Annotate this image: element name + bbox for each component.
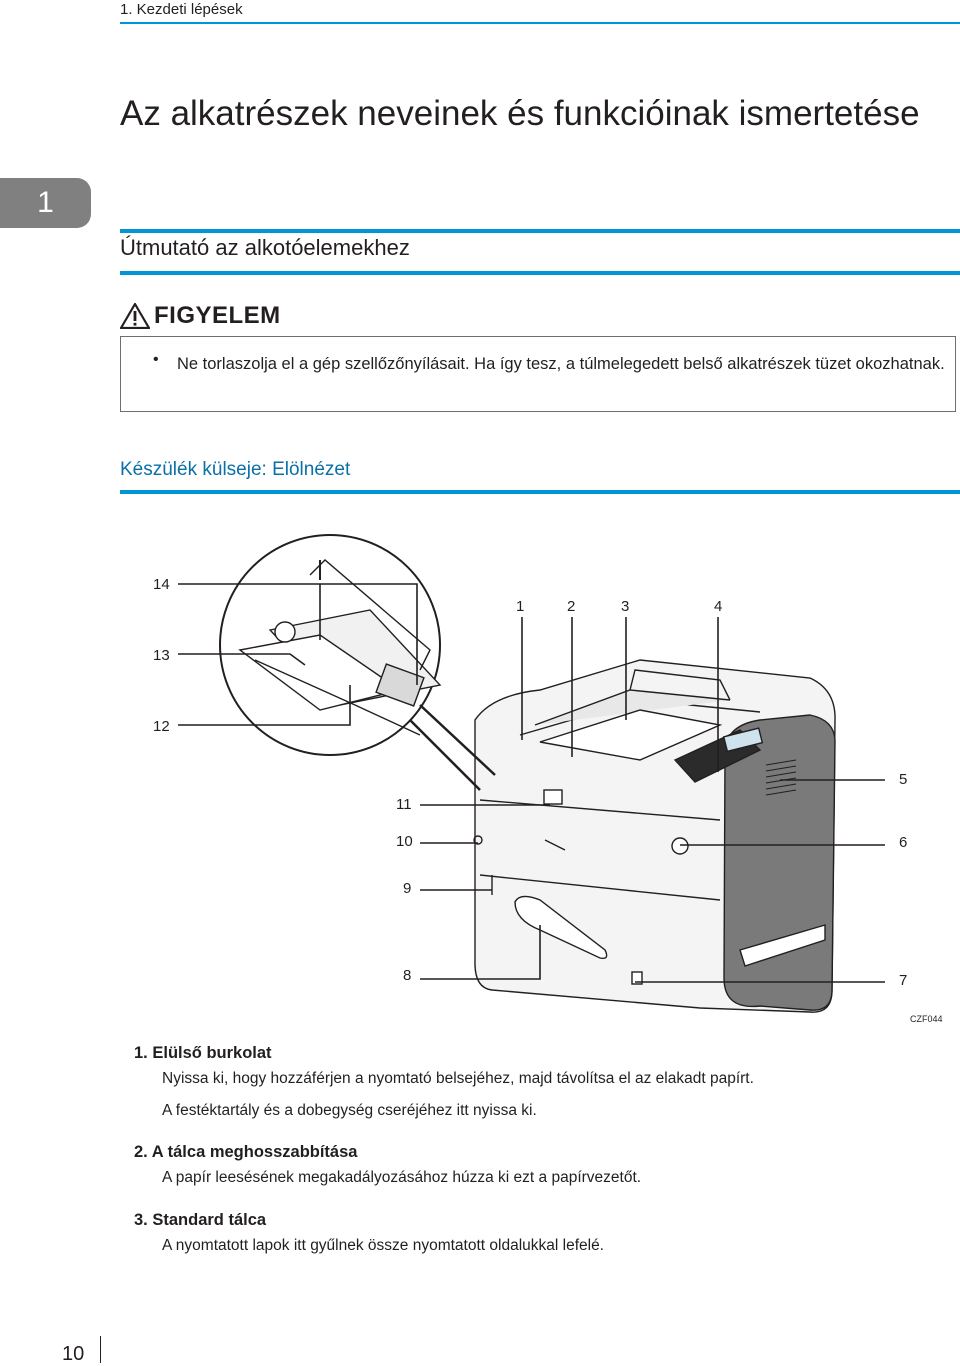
warning-box: • Ne torlaszolja el a gép szellőzőnyílás… bbox=[120, 336, 956, 412]
item-number: 1. bbox=[134, 1044, 148, 1062]
subsection-heading: Készülék külseje: Elölnézet bbox=[120, 459, 351, 480]
callout-7: 7 bbox=[899, 972, 908, 989]
printer-body bbox=[473, 659, 836, 1013]
callout-2: 2 bbox=[567, 598, 576, 615]
description-item-1: 1. Elülső burkolat Nyissa ki, hogy hozzá… bbox=[134, 1044, 934, 1127]
callout-11: 11 bbox=[396, 796, 412, 813]
figure-code: CZF044 bbox=[910, 1014, 943, 1024]
callout-13: 13 bbox=[153, 647, 170, 664]
callout-4: 4 bbox=[714, 598, 723, 615]
callout-14: 14 bbox=[153, 576, 170, 593]
callout-3: 3 bbox=[621, 598, 630, 615]
item-body-line: Nyissa ki, hogy hozzáférjen a nyomtató b… bbox=[162, 1070, 754, 1087]
section-top-rule bbox=[120, 229, 960, 233]
callout-10: 10 bbox=[396, 833, 413, 850]
item-body-line: A festéktartály és a dobegység cseréjéhe… bbox=[162, 1102, 537, 1119]
item-body-line: A nyomtatott lapok itt gyűlnek össze nyo… bbox=[162, 1237, 604, 1254]
callout-6: 6 bbox=[899, 834, 908, 851]
printer-illustration bbox=[178, 534, 885, 1013]
running-head: 1. Kezdeti lépések bbox=[120, 1, 243, 18]
section-bottom-rule bbox=[120, 271, 960, 275]
item-title: A tálca meghosszabbítása bbox=[151, 1143, 358, 1161]
printer-figure: 14 13 12 1 2 3 4 5 6 7 8 9 10 11 CZF044 bbox=[120, 520, 960, 1030]
description-item-2: 2. A tálca meghosszabbítása A papír lees… bbox=[134, 1143, 934, 1194]
item-body-line: A papír leesésének megakadályozásához hú… bbox=[162, 1169, 642, 1186]
item-number: 3. bbox=[134, 1211, 148, 1229]
item-title: Elülső burkolat bbox=[152, 1044, 272, 1062]
item-number: 2. bbox=[134, 1143, 148, 1161]
footer-rule bbox=[100, 1336, 101, 1363]
item-title: Standard tálca bbox=[152, 1211, 267, 1229]
callout-1: 1 bbox=[516, 598, 525, 615]
chapter-tab: 1 bbox=[0, 178, 91, 228]
section-heading: Útmutató az alkotóelemekhez bbox=[120, 235, 410, 260]
subsection-rule bbox=[120, 490, 960, 494]
callout-8: 8 bbox=[403, 967, 412, 984]
leader-lines bbox=[178, 583, 885, 983]
warning-text: Ne torlaszolja el a gép szellőzőnyílásai… bbox=[177, 355, 945, 373]
header-rule bbox=[120, 22, 960, 24]
callout-12: 12 bbox=[153, 718, 170, 735]
callout-5: 5 bbox=[899, 771, 908, 788]
warning-bullet: • bbox=[153, 351, 159, 368]
page-number: 10 bbox=[62, 1343, 85, 1365]
page-title: Az alkatrészek neveinek és funkcióinak i… bbox=[120, 94, 920, 133]
warning-triangle-icon bbox=[120, 303, 150, 329]
warning-title: FIGYELEM bbox=[120, 302, 281, 330]
warning-title-text: FIGYELEM bbox=[154, 302, 281, 329]
callout-9: 9 bbox=[403, 880, 412, 897]
zoom-detail bbox=[219, 534, 496, 791]
description-item-3: 3. Standard tálca A nyomtatott lapok itt… bbox=[134, 1211, 934, 1262]
